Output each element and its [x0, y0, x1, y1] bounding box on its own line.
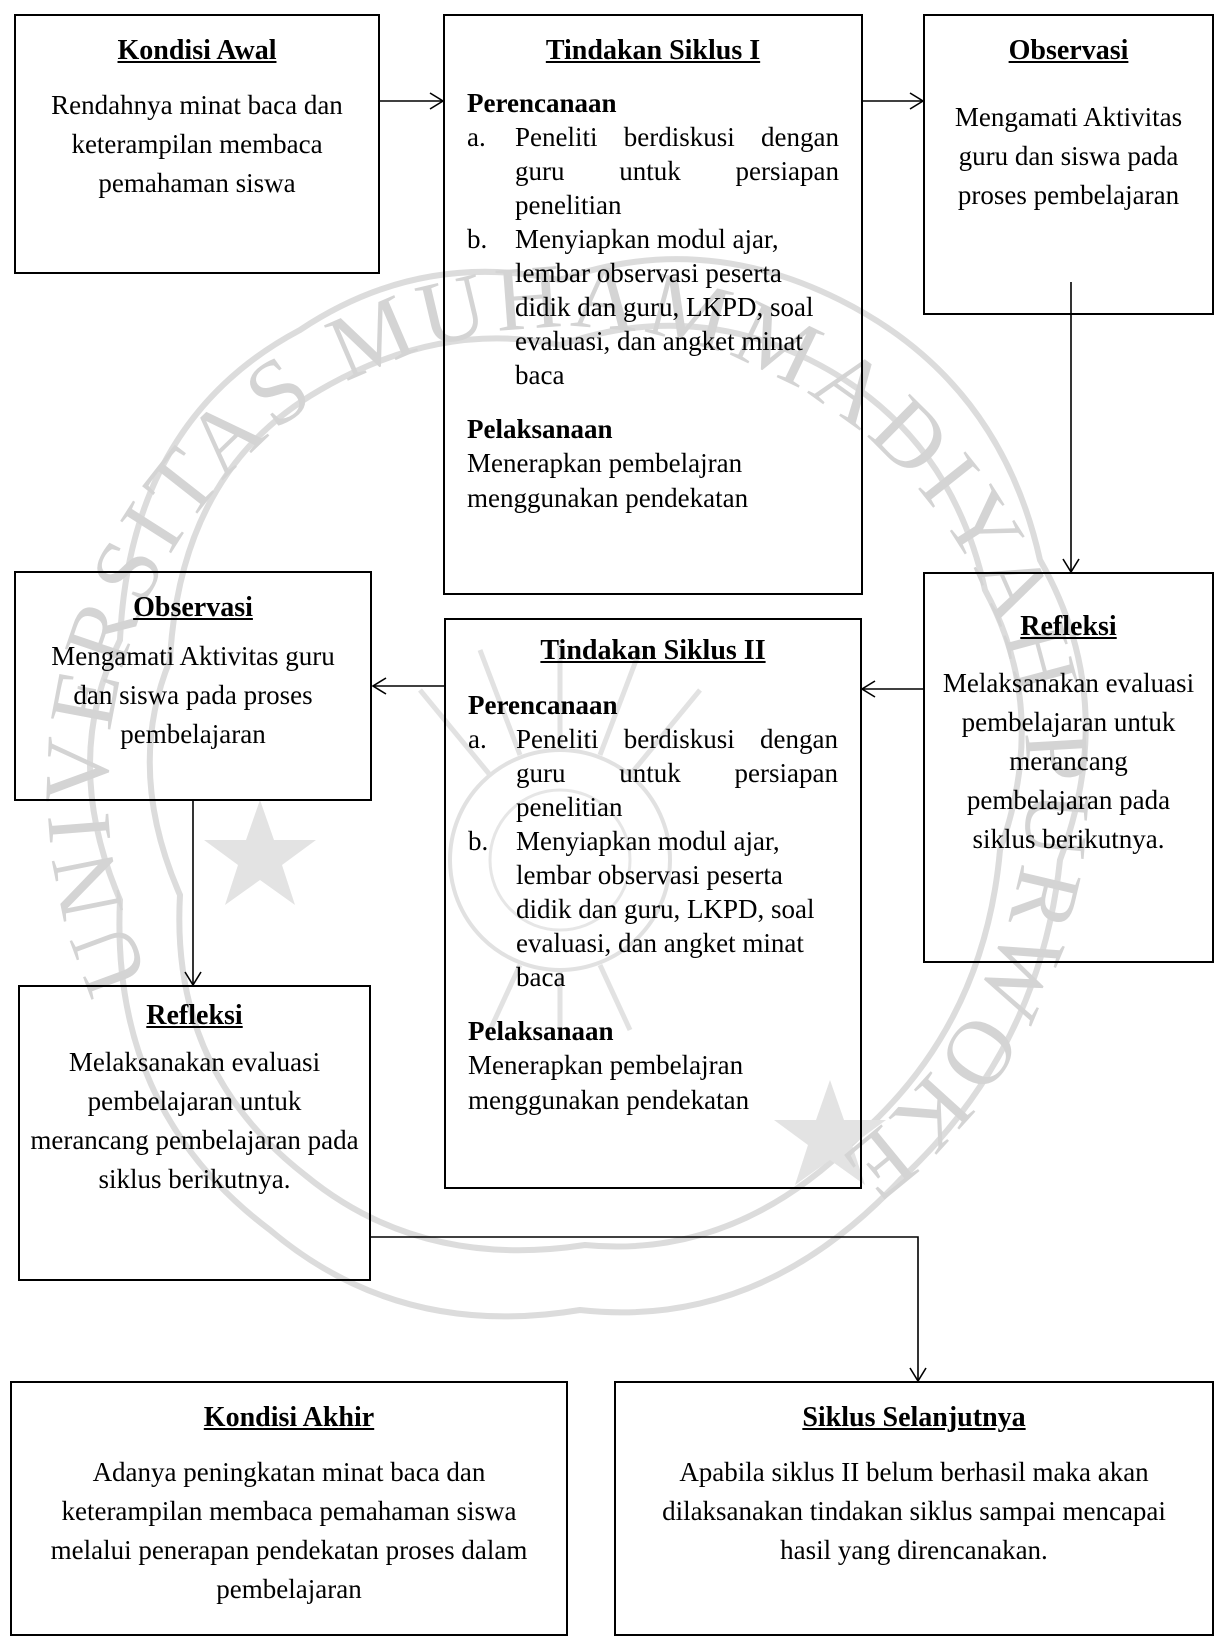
refleksi2-title: Refleksi: [146, 1000, 243, 1031]
siklus1-perencanaan-heading: Perencanaan: [467, 88, 617, 118]
kondisi-awal-title: Kondisi Awal: [117, 35, 277, 66]
kondisi-akhir-title: Kondisi Akhir: [203, 1402, 375, 1433]
list-item: a. Peneliti berdiskusi dengan guru untuk…: [468, 724, 838, 822]
arrow-refleksi-to-siklus-selanjutnya: [371, 1236, 919, 1381]
list-item: b. Menyiapkan modul ajar, lembar observa…: [468, 826, 815, 992]
observasi1-box: Observasi Mengamati Aktivitas guru dan s…: [923, 14, 1214, 315]
kondisi-akhir-text: Adanya peningkatan minat baca dan ketera…: [50, 1457, 528, 1604]
siklus1-pelaksanaan-heading: Pelaksanaan: [467, 414, 613, 444]
kondisi-awal-box: Kondisi Awal Rendahnya minat baca dan ke…: [14, 14, 380, 274]
siklus-selanjutnya-box: Siklus Selanjutnya Apabila siklus II bel…: [614, 1381, 1214, 1636]
siklus-selanjutnya-text: Apabila siklus II belum berhasil maka ak…: [662, 1457, 1166, 1565]
refleksi1-text: Melaksanakan evaluasi pembelajaran untuk…: [942, 668, 1195, 854]
refleksi2-box: Refleksi Melaksanakan evaluasi pembelaja…: [18, 985, 371, 1281]
kondisi-awal-text: Rendahnya minat baca dan keterampilan me…: [51, 90, 343, 198]
list-item: b. Menyiapkan modul ajar, lembar observa…: [467, 224, 814, 390]
siklus1-pelaksanaan-text: Menerapkan pembelajran menggunakan pende…: [467, 448, 749, 513]
observasi2-box: Observasi Mengamati Aktivitas guru dan s…: [14, 571, 372, 801]
refleksi2-text: Melaksanakan evaluasi pembelajaran untuk…: [30, 1047, 359, 1194]
list-item: a. Peneliti berdiskusi dengan guru untuk…: [467, 122, 839, 220]
siklus1-title: Tindakan Siklus I: [545, 35, 761, 66]
siklus1-perencanaan-list: a. Peneliti berdiskusi dengan guru untuk…: [467, 120, 839, 392]
refleksi1-title: Refleksi: [1020, 611, 1117, 642]
siklus2-perencanaan-heading: Perencanaan: [468, 690, 618, 720]
siklus-selanjutnya-title: Siklus Selanjutnya: [802, 1402, 1026, 1433]
siklus2-perencanaan-list: a. Peneliti berdiskusi dengan guru untuk…: [468, 722, 838, 994]
refleksi1-box: Refleksi Melaksanakan evaluasi pembelaja…: [923, 572, 1214, 963]
siklus2-pelaksanaan-heading: Pelaksanaan: [468, 1016, 614, 1046]
siklus2-box: Tindakan Siklus II Perencanaan a. Peneli…: [444, 618, 862, 1189]
observasi1-text: Mengamati Aktivitas guru dan siswa pada …: [954, 102, 1183, 210]
observasi2-text: Mengamati Aktivitas guru dan siswa pada …: [51, 641, 335, 749]
kondisi-akhir-box: Kondisi Akhir Adanya peningkatan minat b…: [10, 1381, 568, 1636]
siklus2-pelaksanaan-text: Menerapkan pembelajran menggunakan pende…: [468, 1050, 750, 1115]
observasi2-title: Observasi: [133, 592, 253, 623]
siklus1-box: Tindakan Siklus I Perencanaan a. Penelit…: [443, 14, 863, 595]
siklus2-title: Tindakan Siklus II: [540, 635, 766, 666]
observasi1-title: Observasi: [1008, 35, 1129, 66]
